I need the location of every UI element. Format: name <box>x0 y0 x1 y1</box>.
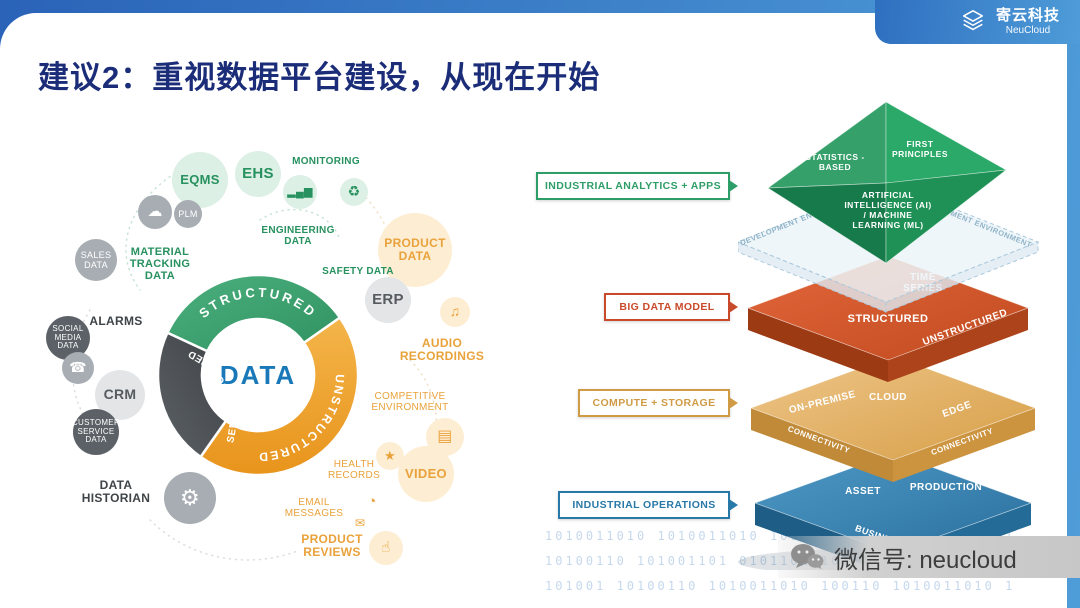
wechat-footer: 微信号: neucloud <box>778 536 1080 578</box>
ai-ml-label-1: ARTIFICIAL <box>862 190 914 200</box>
bubble-audio-recordings: AUDIO RECORDINGS <box>399 335 485 363</box>
label-industrial-operations: INDUSTRIAL OPERATIONS <box>558 491 730 519</box>
binary-row: 101001 10100110 1010011010 100110 101001… <box>545 579 1016 593</box>
bubble-data-historian: DATA HISTORIAN <box>81 477 151 505</box>
statistics-based-label-1: STATISTICS - <box>805 152 865 162</box>
bar-chart-icon: ▂▄▆ <box>283 175 317 209</box>
data-donut-chart: DATA STRUCTURED UNSTRUCTURED SEMI-STRUCT… <box>156 273 360 477</box>
bubble-monitoring: MONITORING <box>292 156 360 168</box>
thumbs-up-icon: ☝ <box>369 531 403 565</box>
recycle-icon: ♻ <box>340 178 368 206</box>
wechat-icon <box>791 544 824 569</box>
bubble-customer-service-data: CUSTOMER SERVICE DATA <box>72 409 120 455</box>
label-compute-storage: COMPUTE + STORAGE <box>578 389 730 417</box>
first-principles-label-2: PRINCIPLES <box>892 149 948 159</box>
segment-structured <box>166 273 342 353</box>
bubble-video: VIDEO <box>398 446 454 502</box>
label-industrial-analytics-apps: INDUSTRIAL ANALYTICS + APPS <box>536 172 730 200</box>
donut-center-circle <box>204 321 312 429</box>
trophy-icon: ★ <box>376 442 404 470</box>
bubble-email-messages: EMAIL MESSAGES <box>284 496 344 519</box>
production-label: PRODUCTION <box>910 482 982 493</box>
bubble-engineering-data: ENGINEERING DATA <box>261 224 335 247</box>
bubble-ehs: EHS <box>235 151 281 197</box>
asset-label: ASSET <box>845 486 881 497</box>
cloud-icon: ☁ <box>138 195 172 229</box>
ai-ml-label-4: LEARNING (ML) <box>852 220 923 230</box>
ai-ml-label-2: INTELLIGENCE (AI) <box>844 200 931 210</box>
bubble-health-records: HEALTH RECORDS <box>327 458 381 481</box>
pie-chart-icon: ◔ <box>367 492 377 510</box>
segment-unstructured <box>199 316 360 477</box>
phone-icon: ☎ <box>62 352 94 384</box>
factory-icon: ⚙ <box>164 472 216 524</box>
layer-industrial-analytics-pyramid: STATISTICS - BASED FIRST PRINCIPLES ARTI… <box>766 101 1008 264</box>
structured-face-label: STRUCTURED <box>848 313 929 325</box>
bubble-competitive-environment: COMPETITIVE ENVIRONMENT <box>371 390 449 413</box>
bubble-erp: ERP <box>365 277 411 323</box>
bubble-material-tracking-data: MATERIAL TRACKING DATA <box>129 245 191 283</box>
neucloud-logo-icon <box>962 10 984 31</box>
first-principles-label-1: FIRST <box>906 139 933 149</box>
bubble-product-reviews: PRODUCT REVIEWS <box>301 531 363 559</box>
logo-company-name: 寄云科技 <box>995 7 1060 25</box>
platform-stack-diagram: ASSET PRODUCTION BUSINESS ON-PREMISE CLO… <box>738 101 1048 570</box>
cloud-label: CLOUD <box>869 392 907 403</box>
page-title: 建议2：重视数据平台建设，从现在开始 <box>38 60 601 95</box>
donut-center-label: DATA <box>220 360 296 390</box>
statistics-based-label-2: BASED <box>819 162 851 172</box>
bubble-sales-data: SALES DATA <box>75 239 117 281</box>
speaker-icon: ♫ <box>440 297 470 327</box>
bubble-safety-data: SAFETY DATA <box>322 266 394 278</box>
bubble-social-media-data: SOCIAL MEDIA DATA <box>46 316 90 360</box>
bubble-product-data: PRODUCT DATA <box>378 213 452 287</box>
neucloud-logo: 寄云科技 NeuCloud <box>875 0 1080 44</box>
segment-semi-structured <box>156 331 228 459</box>
bubble-eqms: EQMS <box>172 152 228 208</box>
bubble-plm: PLM <box>174 200 202 228</box>
logo-brand-name: NeuCloud <box>1005 24 1051 36</box>
bubble-alarms: ALARMS <box>89 314 143 329</box>
ai-ml-label-3: / MACHINE <box>864 210 913 220</box>
wechat-id: 微信号: neucloud <box>834 546 1017 574</box>
label-big-data-model: BIG DATA MODEL <box>604 293 730 321</box>
mail-icon: ✉ <box>354 516 366 531</box>
